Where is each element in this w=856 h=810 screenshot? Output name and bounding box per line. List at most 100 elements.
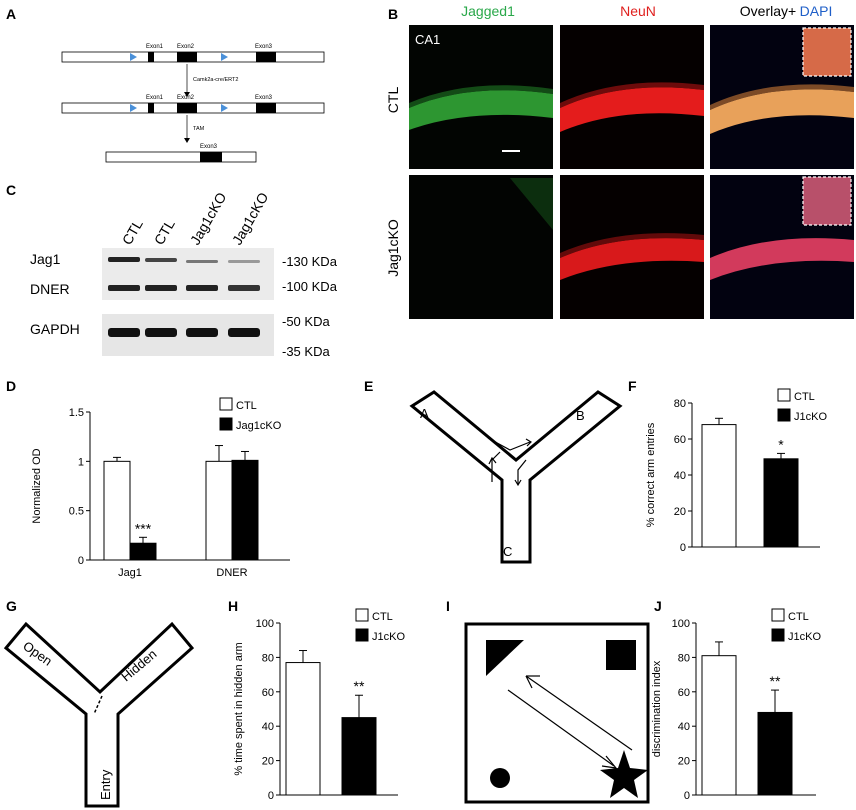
gene-construct-diagram: Exon1 Exon2 Exon3 Camk2a-cre/ERT2 Exon1 … <box>61 44 325 163</box>
legend-swatch <box>355 628 369 642</box>
bar <box>103 460 131 561</box>
micrograph-jag1cko-neun <box>560 175 704 319</box>
x-tick-label: Jag1 <box>118 567 142 579</box>
bar <box>129 542 157 561</box>
y-maze-diagram-g: Open Hidden Entry <box>3 621 195 808</box>
legend-label: J1cKO <box>372 631 405 643</box>
y-tick-label: 60 <box>262 687 274 699</box>
y-tick-label: 0 <box>680 542 686 554</box>
band-label-gapdh: GAPDH <box>30 321 80 337</box>
star-object-icon <box>600 750 648 798</box>
panel-label-g: G <box>6 598 17 614</box>
legend-label: Jag1cKO <box>236 420 282 432</box>
panel-label-d: D <box>6 378 17 394</box>
bar <box>701 424 737 548</box>
legend-swatch <box>355 608 369 622</box>
lane-label: CTL <box>151 216 178 247</box>
band <box>108 328 140 337</box>
y-tick-label: 40 <box>674 470 686 482</box>
lane-label: Jag1cKO <box>187 190 230 248</box>
y-axis-label: % correct arm entries <box>645 422 657 527</box>
y-tick-label: 20 <box>678 756 690 768</box>
y-tick-label: 1.5 <box>69 407 84 419</box>
tam-label: TAM <box>193 126 205 132</box>
band <box>228 328 260 337</box>
lane-label: Jag1cKO <box>229 190 272 248</box>
y-axis-label: % time spent in hidden arm <box>233 642 245 775</box>
micrograph-ctl-neun <box>560 25 704 169</box>
y-maze-outline <box>3 621 195 808</box>
exon3-label: Exon3 <box>255 95 273 101</box>
y-tick-label: 20 <box>674 506 686 518</box>
legend-label: CTL <box>236 400 257 412</box>
square-object-icon <box>606 640 636 670</box>
band <box>108 285 140 291</box>
row-label-jag1cko: Jag1cKO <box>385 219 401 277</box>
exon2-block <box>177 52 197 62</box>
y-tick-label: 80 <box>678 652 690 664</box>
exon3-block <box>256 52 276 62</box>
triangle-object-icon <box>486 640 524 676</box>
bar <box>285 662 321 796</box>
panel-label-h: H <box>228 598 239 614</box>
y-maze-diagram-e: A B C <box>409 390 623 564</box>
arrowhead-icon <box>184 138 190 143</box>
mw-marker: -35 KDa <box>282 344 330 359</box>
arm-label-entry: Entry <box>98 769 113 800</box>
header-overlay: Overlay+ <box>740 3 796 19</box>
circle-object-icon <box>490 768 510 788</box>
band-label-jag1: Jag1 <box>30 251 61 267</box>
loxp-site-icon <box>130 53 137 61</box>
exon1-label: Exon1 <box>146 95 164 101</box>
significance-marker: *** <box>135 520 152 536</box>
region-label: CA1 <box>415 32 440 47</box>
lane-label: CTL <box>119 216 146 247</box>
band <box>228 285 260 291</box>
band <box>186 285 218 291</box>
exon3-block <box>200 152 222 162</box>
header-neun: NeuN <box>620 3 656 19</box>
panel-label-a: A <box>6 6 17 22</box>
inset-zoom <box>802 27 852 77</box>
western-blot-panel: CTL CTL Jag1cKO Jag1cKO Jag1 DNER GAPDH … <box>30 190 338 359</box>
bar <box>231 459 259 561</box>
mw-marker: -130 KDa <box>282 254 338 269</box>
loxp-site-icon <box>221 53 228 61</box>
y-axis-label: discrimination index <box>651 660 663 757</box>
legend-label: J1cKO <box>794 411 827 423</box>
diagonal-arrows-icon <box>507 675 633 769</box>
y-tick-label: 100 <box>256 618 274 630</box>
significance-marker: * <box>778 436 784 452</box>
panel-label-f: F <box>628 378 637 394</box>
scale-bar <box>502 150 520 152</box>
significance-marker: ** <box>354 678 365 694</box>
arm-label-a: A <box>420 406 429 421</box>
legend-swatch <box>771 608 785 622</box>
exon2-label: Exon2 <box>177 44 195 50</box>
y-tick-label: 1 <box>78 456 84 468</box>
y-tick-label: 0 <box>78 555 84 567</box>
legend-swatch <box>219 417 233 431</box>
y-tick-label: 80 <box>674 398 686 410</box>
band <box>145 328 177 337</box>
y-tick-label: 0 <box>268 790 274 802</box>
panel-label-b: B <box>388 6 399 22</box>
legend-label: CTL <box>372 611 393 623</box>
bar <box>701 655 737 796</box>
band <box>145 285 177 291</box>
blot-membrane <box>102 248 274 300</box>
object-recognition-diagram <box>464 622 650 804</box>
legend-swatch <box>771 628 785 642</box>
mw-marker: -100 KDa <box>282 279 338 294</box>
exon2-label: Exon2 <box>177 95 195 101</box>
legend-label: J1cKO <box>788 631 821 643</box>
bar <box>341 717 377 796</box>
loxp-site-icon <box>221 104 228 112</box>
bar <box>763 458 799 548</box>
header-dapi: DAPI <box>800 3 833 19</box>
band <box>186 328 218 337</box>
exon1-block <box>148 52 154 62</box>
